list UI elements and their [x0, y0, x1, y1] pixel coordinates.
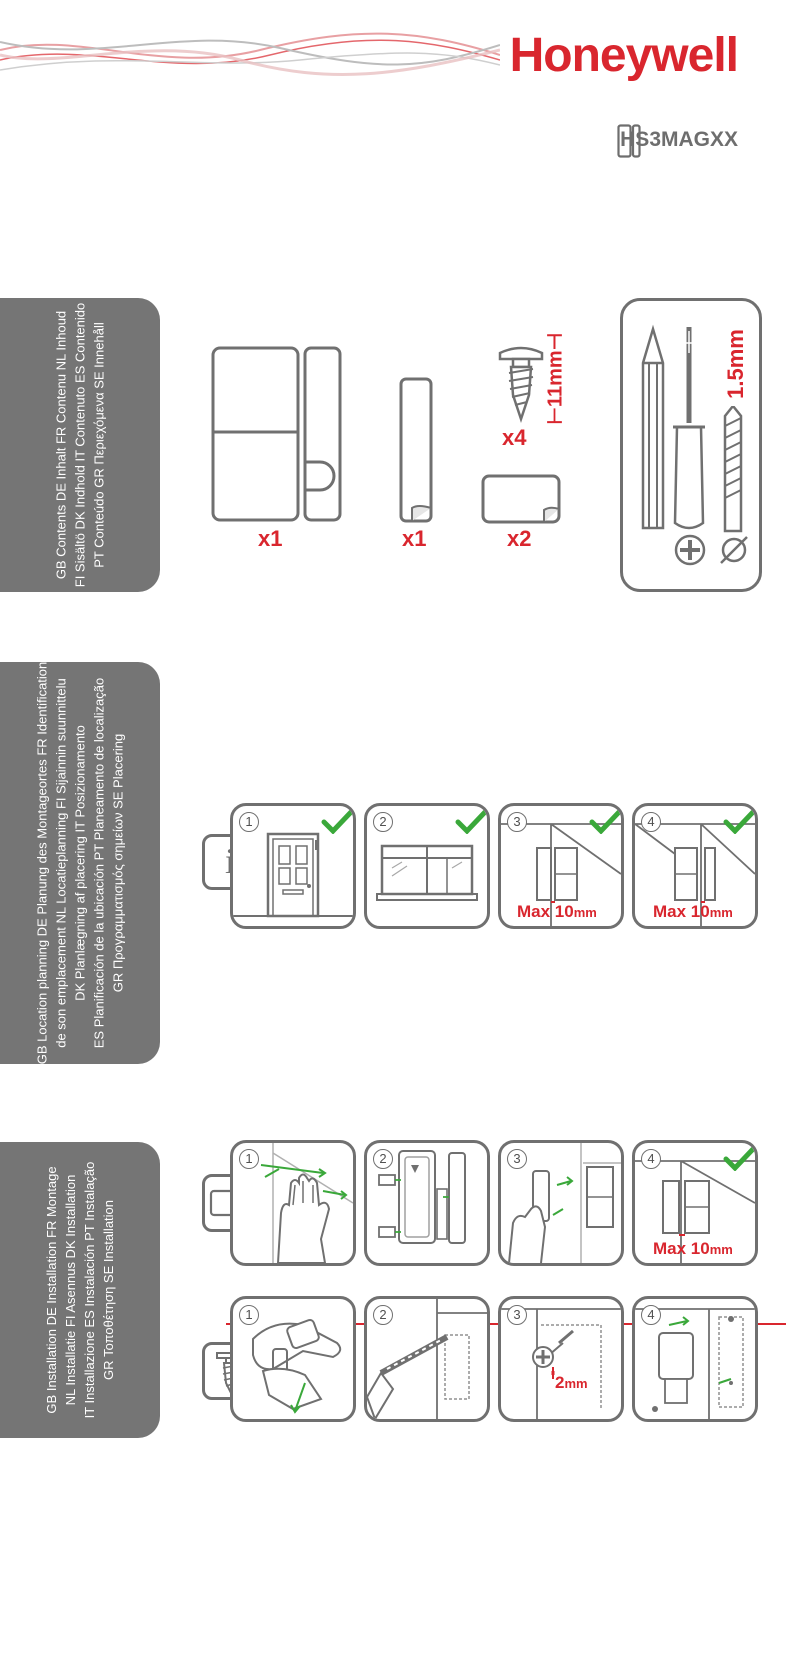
checkmark-icon: [321, 808, 353, 834]
install-step-clean: 1: [230, 1140, 356, 1266]
screw-step-hang-sensor: 4: [632, 1296, 758, 1422]
tools-box: 1.5mm: [620, 298, 762, 592]
checkmark-icon: [723, 808, 755, 834]
step-number: 1: [239, 1149, 259, 1169]
screw-step-insert-screw: 3 2mm: [498, 1296, 624, 1422]
step-number: 2: [373, 1305, 393, 1325]
step-number: 1: [239, 1305, 259, 1325]
location-tab-line: de son emplacement NL Locatieplanning FI…: [53, 678, 69, 1048]
drill-bit-size: 1.5mm: [723, 329, 748, 399]
step-number: 4: [641, 812, 661, 832]
diameter-icon: [720, 536, 748, 564]
install-step-apply-pads: 2: [364, 1140, 490, 1266]
step-number: 4: [641, 1305, 661, 1325]
installation-tab-line: IT Installazione ES Instalación PT Insta…: [82, 1161, 97, 1419]
location-tab-line: GR Προγραμματισμός σημείων SE Placering: [110, 733, 126, 993]
checkmark-icon: [589, 808, 621, 834]
sensor-quantity: x1: [258, 526, 283, 551]
checkmark-icon: [455, 808, 487, 834]
install-step-press: 3: [498, 1140, 624, 1266]
phillips-head-icon: [674, 534, 706, 566]
spacer-drawing: [399, 377, 433, 523]
screw-icon: [498, 346, 544, 423]
brand-logo: Honeywell: [509, 29, 739, 82]
swirl-decoration: [0, 32, 500, 76]
location-tab-line: ES Planificación de la ubicación PT Plan…: [91, 677, 107, 1049]
location-tab-line: DK Planlægning af placering IT Posiziona…: [72, 725, 88, 1001]
step-number: 3: [507, 812, 527, 832]
step-number: 3: [507, 1305, 527, 1325]
contents-tab-line: GB Contents DE Inhalt FR Contenu NL Inho…: [53, 310, 69, 580]
drill-bit-icon: [723, 406, 743, 533]
sensor-magnet-drawing: [211, 346, 342, 522]
max-gap-label: Max 10mm: [653, 902, 733, 921]
max-gap-label: Max 10mm: [653, 1239, 733, 1258]
installation-tab-line: GR Τοποθέτηση SE Installation: [101, 1199, 116, 1381]
pencil-icon: [641, 324, 665, 530]
step-number: 3: [507, 1149, 527, 1169]
contents-tab-line: FI Sisältö DK Indhold IT Contenuto ES Co…: [72, 302, 88, 588]
location-step-gap: 3 Max 10mm: [498, 803, 624, 929]
installation-tab-line: NL Installatie FI Asennus DK Installatio…: [63, 1174, 78, 1406]
step-number: 2: [373, 1149, 393, 1169]
installation-tab-line: GB Installation DE Installation FR Monta…: [44, 1166, 59, 1414]
adhesive-pad-quantity: x2: [507, 526, 532, 551]
checkmark-icon: [723, 1145, 755, 1171]
max-gap-label: Max 10mm: [517, 902, 597, 921]
model-number: HS3MAGXX: [620, 128, 738, 151]
spacer-quantity: x1: [402, 526, 427, 551]
adhesive-pad-drawing: [481, 474, 561, 524]
step-number: 2: [373, 812, 393, 832]
install-step-result: 4 Max 10mm: [632, 1140, 758, 1266]
screw-step-drill: 2: [364, 1296, 490, 1422]
installation-tab: GB Installation DE Installation FR Monta…: [0, 1142, 160, 1438]
location-tab-line: GB Location planning DE Planung des Mont…: [34, 661, 50, 1065]
screw-gap-label: 2mm: [555, 1373, 588, 1392]
contents-tab-line: PT Conteúdo GR Περιεχόμενα SE Innehåll: [91, 322, 107, 568]
location-planning-tab: GB Location planning DE Planung des Mont…: [0, 662, 160, 1064]
location-step-window: 2: [364, 803, 490, 929]
location-step-door: 1: [230, 803, 356, 929]
phillips-screwdriver-icon: [673, 327, 705, 530]
contents-tab: GB Contents DE Inhalt FR Contenu NL Inho…: [0, 298, 160, 592]
screw-step-remove-cover: 1: [230, 1296, 356, 1422]
sensor-model-icon: [617, 124, 641, 158]
step-number: 4: [641, 1149, 661, 1169]
location-step-gap: 4 Max 10mm: [632, 803, 758, 929]
screw-length: ⊢11mm⊣: [544, 332, 567, 425]
screw-quantity: x4: [502, 425, 527, 450]
step-number: 1: [239, 812, 259, 832]
